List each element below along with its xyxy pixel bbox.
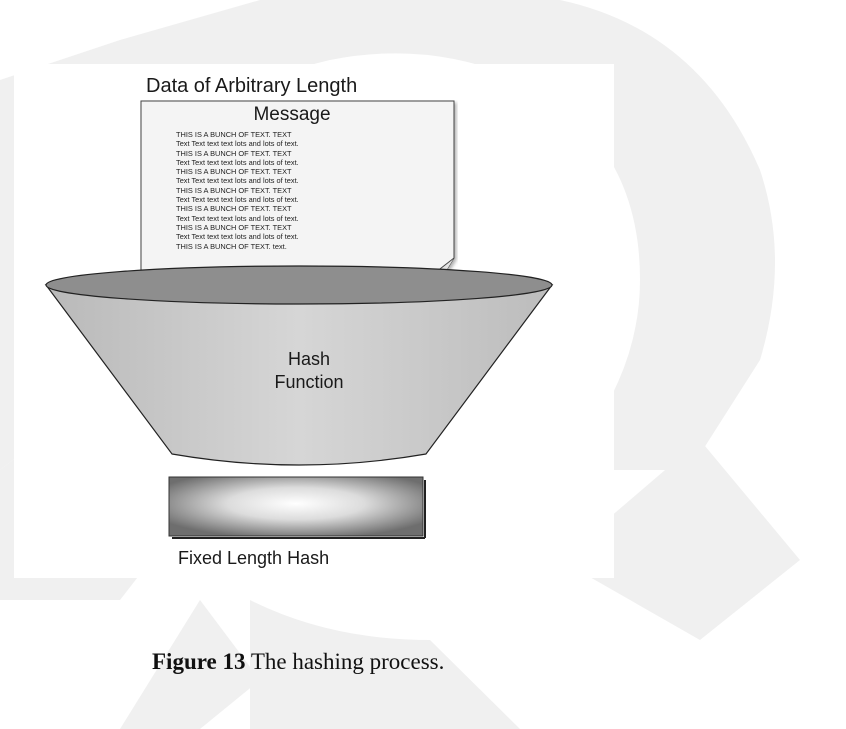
message-line: Text Text text text lots and lots of tex… [176, 176, 299, 186]
message-line: Text Text text text lots and lots of tex… [176, 232, 299, 242]
message-line: THIS IS A BUNCH OF TEXT. text. [176, 241, 287, 251]
fixed-hash-box [168, 476, 426, 539]
hash-funnel [44, 265, 554, 466]
message-line: Text Text text text lots and lots of tex… [176, 195, 299, 205]
figure-caption-text: The hashing process. [245, 649, 445, 674]
figure-panel: Data of Arbitrary Length Message THIS IS… [14, 64, 614, 578]
data-arbitrary-length-label: Data of Arbitrary Length [146, 75, 358, 97]
message-line: THIS IS A BUNCH OF TEXT. TEXT [176, 222, 292, 232]
fixed-length-hash-label: Fixed Length Hash [178, 548, 330, 568]
message-line: Text Text text text lots and lots of tex… [176, 139, 299, 149]
figure-caption: Figure 13 The hashing process. [152, 649, 444, 675]
message-line: THIS IS A BUNCH OF TEXT. TEXT [176, 148, 292, 158]
hash-label-line1: Hash [287, 349, 331, 369]
message-line: Text Text text text lots and lots of tex… [176, 213, 299, 223]
message-line: THIS IS A BUNCH OF TEXT. TEXT [176, 167, 292, 177]
message-line: THIS IS A BUNCH OF TEXT. TEXT [176, 130, 292, 139]
figure-number: Figure 13 [152, 649, 246, 674]
hash-function-label: Hash Function [224, 348, 394, 394]
message-line: THIS IS A BUNCH OF TEXT. TEXT [176, 204, 292, 214]
message-line: THIS IS A BUNCH OF TEXT. TEXT [176, 185, 292, 195]
hash-label-line2: Function [274, 372, 344, 392]
message-line: Text Text text text lots and lots of tex… [176, 157, 299, 167]
message-document: Message THIS IS A BUNCH OF TEXT. TEXT Te… [140, 100, 458, 318]
message-title: Message [253, 104, 331, 125]
message-text-lines: THIS IS A BUNCH OF TEXT. TEXT Text Text … [176, 130, 436, 251]
